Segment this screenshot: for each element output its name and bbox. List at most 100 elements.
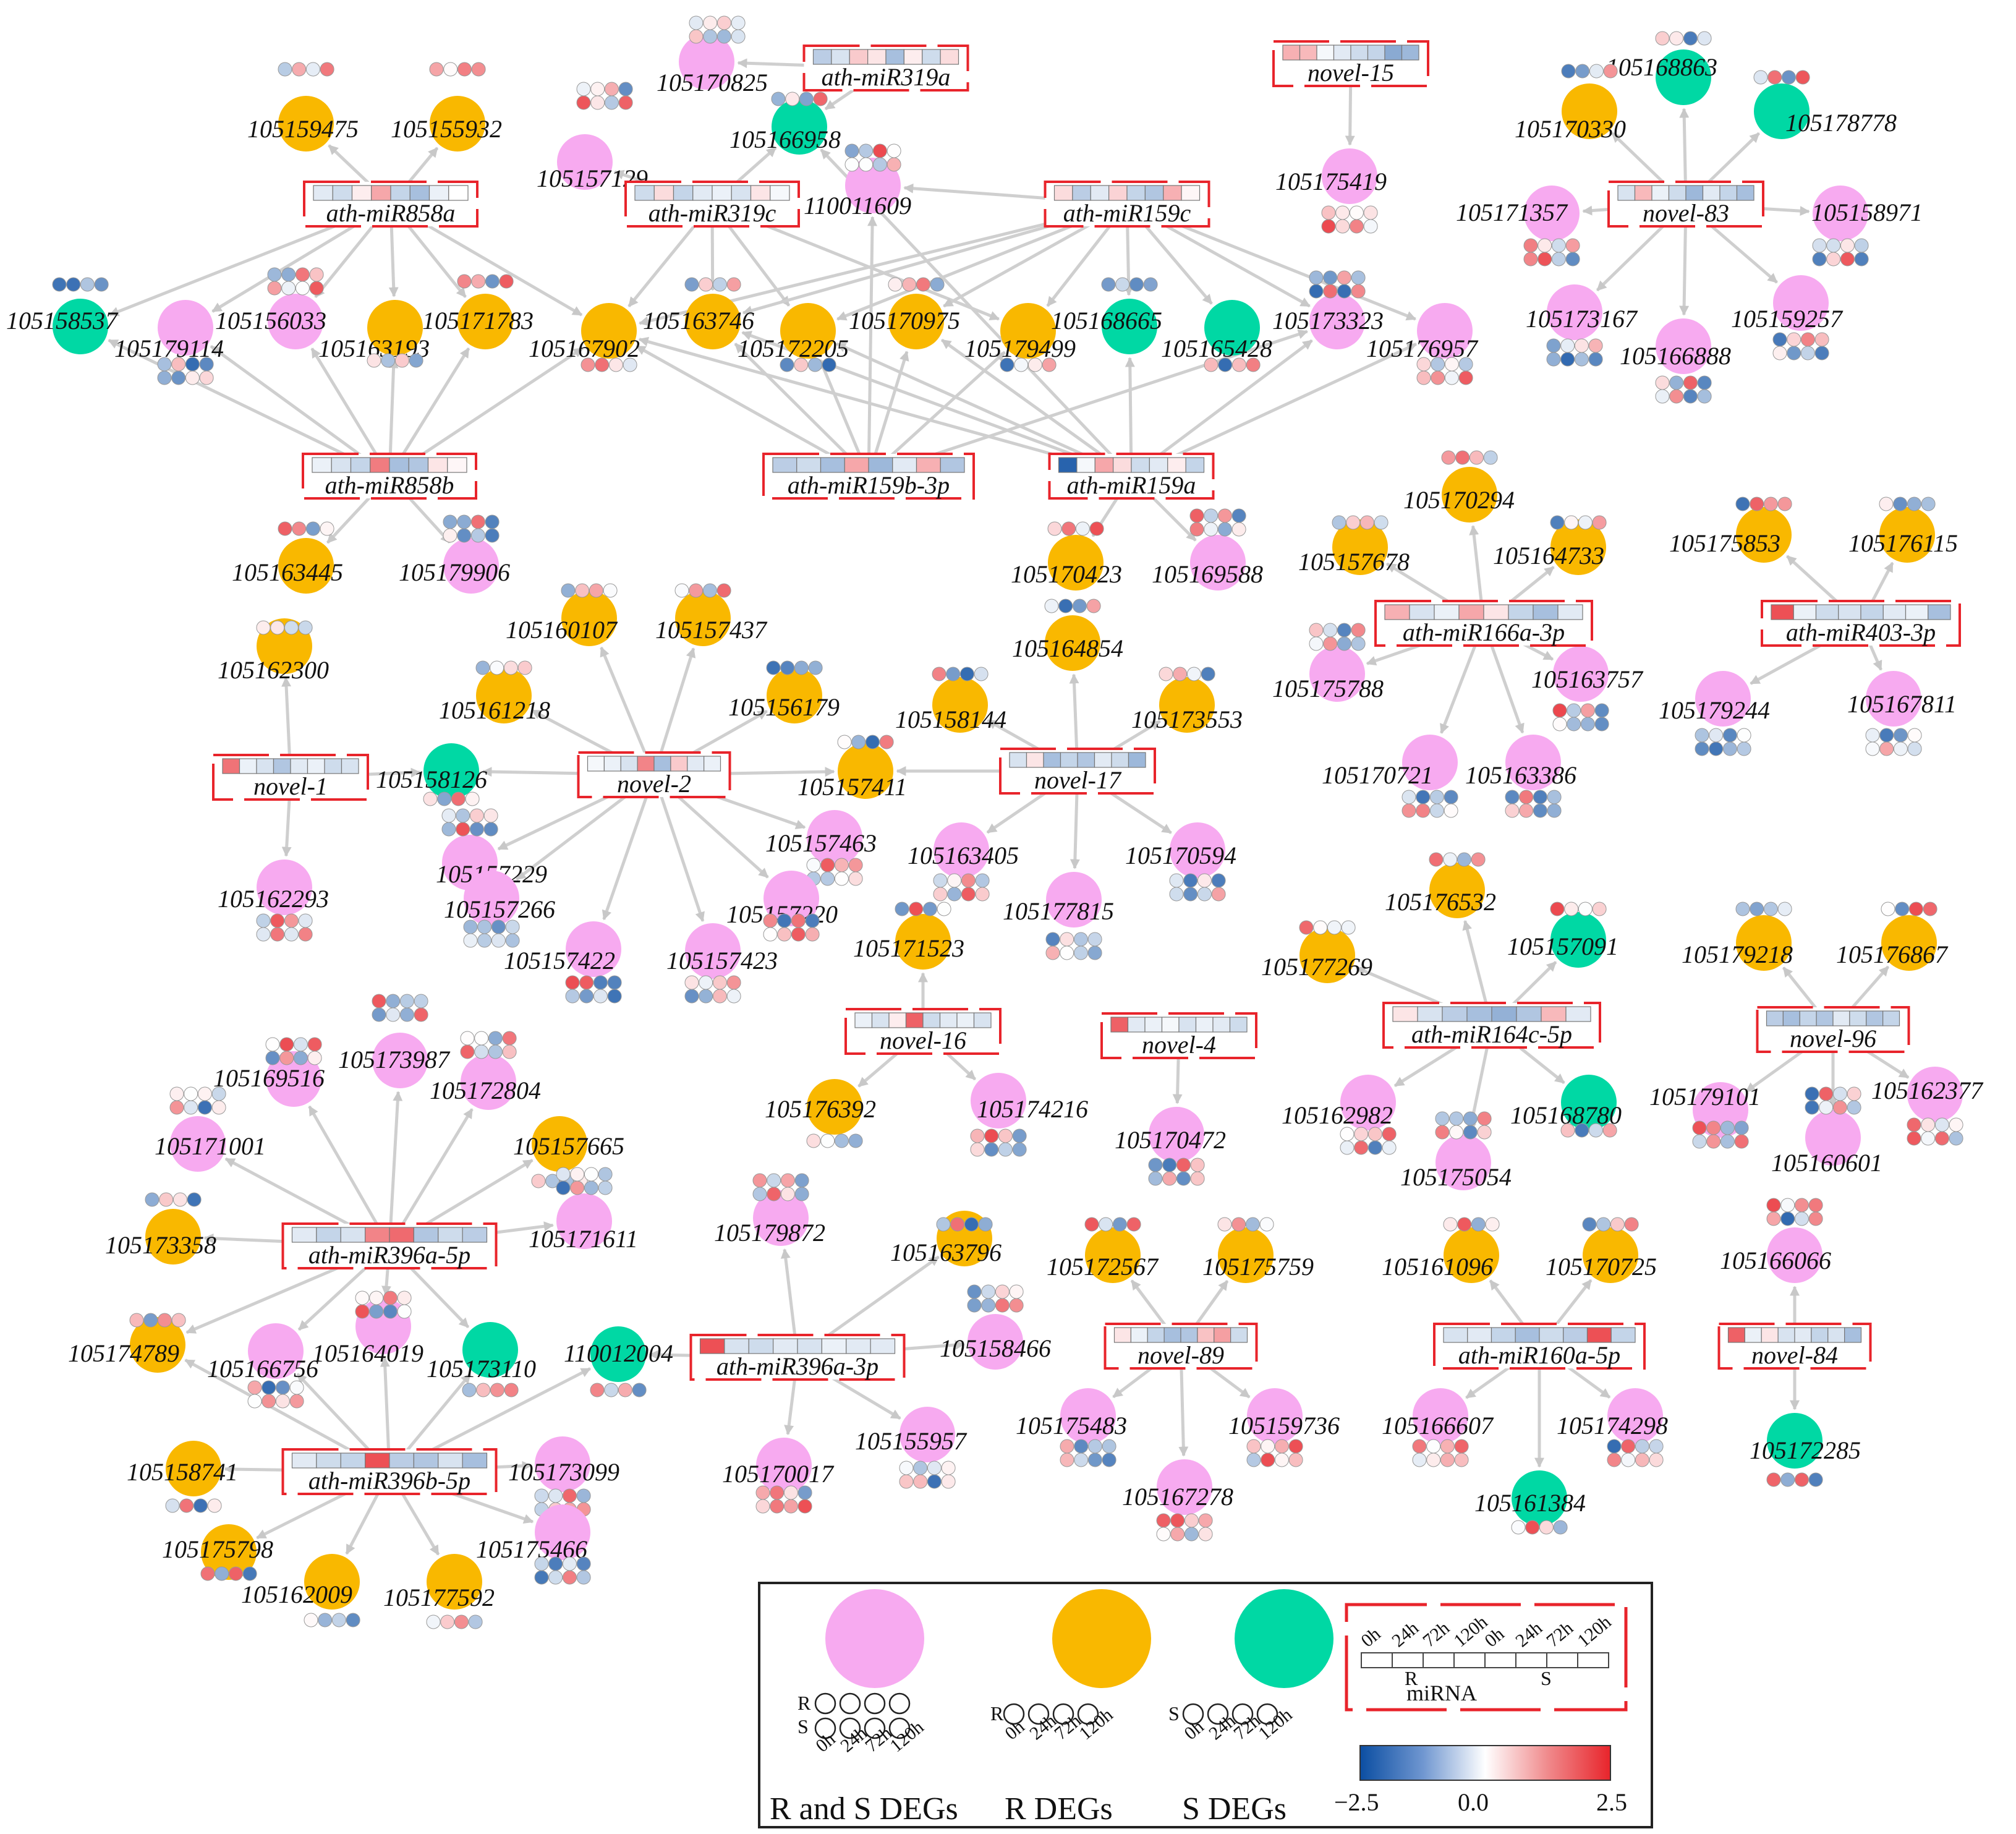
mirna-node-ath-miR164c-5p[interactable]: ath-miR164c-5p (1382, 1002, 1601, 1049)
gene-node-105176392[interactable]: 105176392 (765, 1079, 876, 1148)
gene-node-105170472[interactable]: 105170472 (1115, 1107, 1226, 1186)
mirna-node-novel-16[interactable]: novel-16 (844, 1008, 1002, 1055)
gene-node-105170017[interactable]: 105170017 (722, 1438, 835, 1514)
gene-node-105160601[interactable]: 105160601 (1771, 1086, 1882, 1177)
gene-node-105157665[interactable]: 105157665 (513, 1116, 624, 1188)
gene-node-105177815[interactable]: 105177815 (1003, 872, 1114, 960)
mirna-node-ath-miR166a-3p[interactable]: ath-miR166a-3p (1374, 600, 1593, 647)
gene-node-105166888[interactable]: 105166888 (1620, 318, 1731, 404)
mirna-node-ath-miR159b-3p[interactable]: ath-miR159b-3p (762, 453, 975, 500)
gene-node-105163757[interactable]: 105163757 (1531, 646, 1644, 731)
mirna-node-ath-miR396b-5p[interactable]: ath-miR396b-5p (281, 1448, 498, 1495)
gene-node-105174216[interactable]: 105174216 (970, 1073, 1088, 1157)
gene-node-105175759[interactable]: 105175759 (1202, 1217, 1314, 1283)
gene-node-105172205[interactable]: 105172205 (738, 303, 849, 372)
mirna-node-novel-89[interactable]: novel-89 (1104, 1323, 1258, 1370)
gene-node-105167811[interactable]: 105167811 (1847, 671, 1957, 756)
gene-node-105173987[interactable]: 105173987 (338, 994, 451, 1088)
mirna-node-novel-84[interactable]: novel-84 (1717, 1323, 1872, 1370)
gene-node-105179101[interactable]: 105179101 (1649, 1082, 1761, 1149)
mirna-node-ath-miR159a[interactable]: ath-miR159a (1048, 453, 1215, 500)
gene-node-105160107[interactable]: 105160107 (506, 583, 618, 646)
gene-node-105170294[interactable]: 105170294 (1403, 450, 1515, 522)
gene-node-105163386[interactable]: 105163386 (1465, 735, 1576, 818)
gene-node-105169516[interactable]: 105169516 (213, 1037, 325, 1107)
gene-node-105177592[interactable]: 105177592 (383, 1554, 495, 1629)
gene-node-105175419[interactable]: 105175419 (1275, 148, 1387, 234)
gene-node-105157129[interactable]: 105157129 (537, 82, 648, 192)
gene-node-105173323[interactable]: 105173323 (1272, 270, 1384, 349)
gene-node-105163445[interactable]: 105163445 (232, 521, 343, 594)
mirna-node-ath-miR319a[interactable]: ath-miR319a (802, 45, 969, 92)
mirna-node-ath-miR396a-3p[interactable]: ath-miR396a-3p (689, 1334, 906, 1381)
gene-node-105159257[interactable]: 105159257 (1731, 275, 1844, 360)
gene-node-105162293[interactable]: 105162293 (218, 859, 329, 942)
gene-node-105158971[interactable]: 105158971 (1811, 186, 1923, 267)
gene-node-105175054[interactable]: 105175054 (1400, 1111, 1512, 1191)
gene-node-105179872[interactable]: 105179872 (714, 1173, 825, 1247)
gene-node-105157422[interactable]: 105157422 (504, 921, 622, 1004)
gene-node-105173099[interactable]: 105173099 (508, 1436, 619, 1517)
gene-node-105173110[interactable]: 105173110 (427, 1322, 536, 1397)
gene-node-105158126[interactable]: 105158126 (376, 743, 487, 806)
gene-node-105170721[interactable]: 105170721 (1322, 735, 1458, 818)
mirna-node-ath-miR403-3p[interactable]: ath-miR403-3p (1761, 600, 1961, 647)
mirna-node-ath-miR160a-5p[interactable]: ath-miR160a-5p (1433, 1323, 1646, 1370)
mirna-node-ath-miR159c[interactable]: ath-miR159c (1044, 181, 1210, 228)
gene-node-105162982[interactable]: 105162982 (1282, 1075, 1397, 1155)
gene-node-105157411[interactable]: 105157411 (797, 735, 907, 801)
gene-node-105179244[interactable]: 105179244 (1659, 671, 1770, 756)
gene-node-105165428[interactable]: 105165428 (1161, 300, 1272, 372)
gene-node-105169588[interactable]: 105169588 (1152, 508, 1263, 591)
gene-node-105157437[interactable]: 105157437 (655, 583, 768, 646)
gene-node-105168780[interactable]: 105168780 (1510, 1075, 1622, 1138)
gene-node-105171001[interactable]: 105171001 (155, 1086, 266, 1172)
gene-node-105170825[interactable]: 105170825 (657, 15, 768, 96)
gene-node-105175788[interactable]: 105175788 (1272, 623, 1384, 702)
mirna-node-novel-83[interactable]: novel-83 (1607, 181, 1764, 228)
gene-node-105159736[interactable]: 105159736 (1228, 1388, 1340, 1467)
gene-node-105158741[interactable]: 105158741 (127, 1441, 238, 1513)
gene-node-105168863[interactable]: 105168863 (1606, 31, 1717, 105)
gene-node-105176867[interactable]: 105176867 (1836, 902, 1949, 971)
mirna-node-novel-96[interactable]: novel-96 (1756, 1006, 1910, 1053)
gene-node-105179499[interactable]: 105179499 (964, 303, 1076, 372)
gene-node-105166958[interactable]: 105166958 (729, 92, 841, 155)
gene-node-105172567[interactable]: 105172567 (1047, 1217, 1159, 1283)
gene-node-110011609[interactable]: 110011609 (804, 143, 911, 220)
mirna-node-novel-4[interactable]: novel-4 (1100, 1012, 1257, 1059)
gene-node-105170423[interactable]: 105170423 (1011, 521, 1122, 591)
gene-node-105175853[interactable]: 105175853 (1669, 497, 1792, 563)
gene-node-105158537[interactable]: 105158537 (6, 277, 119, 354)
gene-node-105163193[interactable]: 105163193 (318, 300, 430, 368)
gene-node-105175798[interactable]: 105175798 (162, 1524, 273, 1581)
gene-node-105158466[interactable]: 105158466 (940, 1284, 1051, 1370)
gene-node-105157266[interactable]: 105157266 (444, 871, 555, 948)
gene-node-105177269[interactable]: 105177269 (1261, 920, 1372, 983)
mirna-node-ath-miR319c[interactable]: ath-miR319c (624, 181, 800, 228)
gene-node-105164019[interactable]: 105164019 (312, 1290, 423, 1367)
gene-node-105170330[interactable]: 105170330 (1515, 64, 1626, 143)
gene-node-105175483[interactable]: 105175483 (1016, 1388, 1127, 1467)
gene-node-105176957[interactable]: 105176957 (1366, 303, 1479, 385)
gene-node-105176532[interactable]: 105176532 (1385, 852, 1496, 918)
gene-node-105166066[interactable]: 105166066 (1720, 1198, 1831, 1283)
gene-node-105179906[interactable]: 105179906 (399, 514, 510, 594)
gene-node-105166607[interactable]: 105166607 (1382, 1388, 1494, 1467)
gene-node-105161096[interactable]: 105161096 (1382, 1217, 1500, 1283)
gene-node-105166756[interactable]: 105166756 (207, 1323, 318, 1409)
gene-node-105155932[interactable]: 105155932 (391, 62, 502, 151)
mirna-node-ath-miR858b[interactable]: ath-miR858b (302, 453, 477, 500)
mirna-node-novel-2[interactable]: novel-2 (577, 751, 731, 798)
gene-node-105164733[interactable]: 105164733 (1493, 515, 1607, 575)
gene-node-105157678[interactable]: 105157678 (1298, 515, 1410, 576)
gene-node-105173358[interactable]: 105173358 (105, 1192, 216, 1265)
gene-node-105157423[interactable]: 105157423 (666, 923, 778, 1004)
gene-node-105174789[interactable]: 105174789 (68, 1313, 186, 1373)
gene-node-105159475[interactable]: 105159475 (247, 62, 359, 151)
gene-node-105171523[interactable]: 105171523 (853, 902, 964, 970)
gene-node-105178778[interactable]: 105178778 (1753, 70, 1897, 139)
gene-node-105170975[interactable]: 105170975 (849, 277, 960, 349)
gene-node-105179218[interactable]: 105179218 (1682, 902, 1793, 971)
gene-node-105171783[interactable]: 105171783 (422, 274, 534, 349)
